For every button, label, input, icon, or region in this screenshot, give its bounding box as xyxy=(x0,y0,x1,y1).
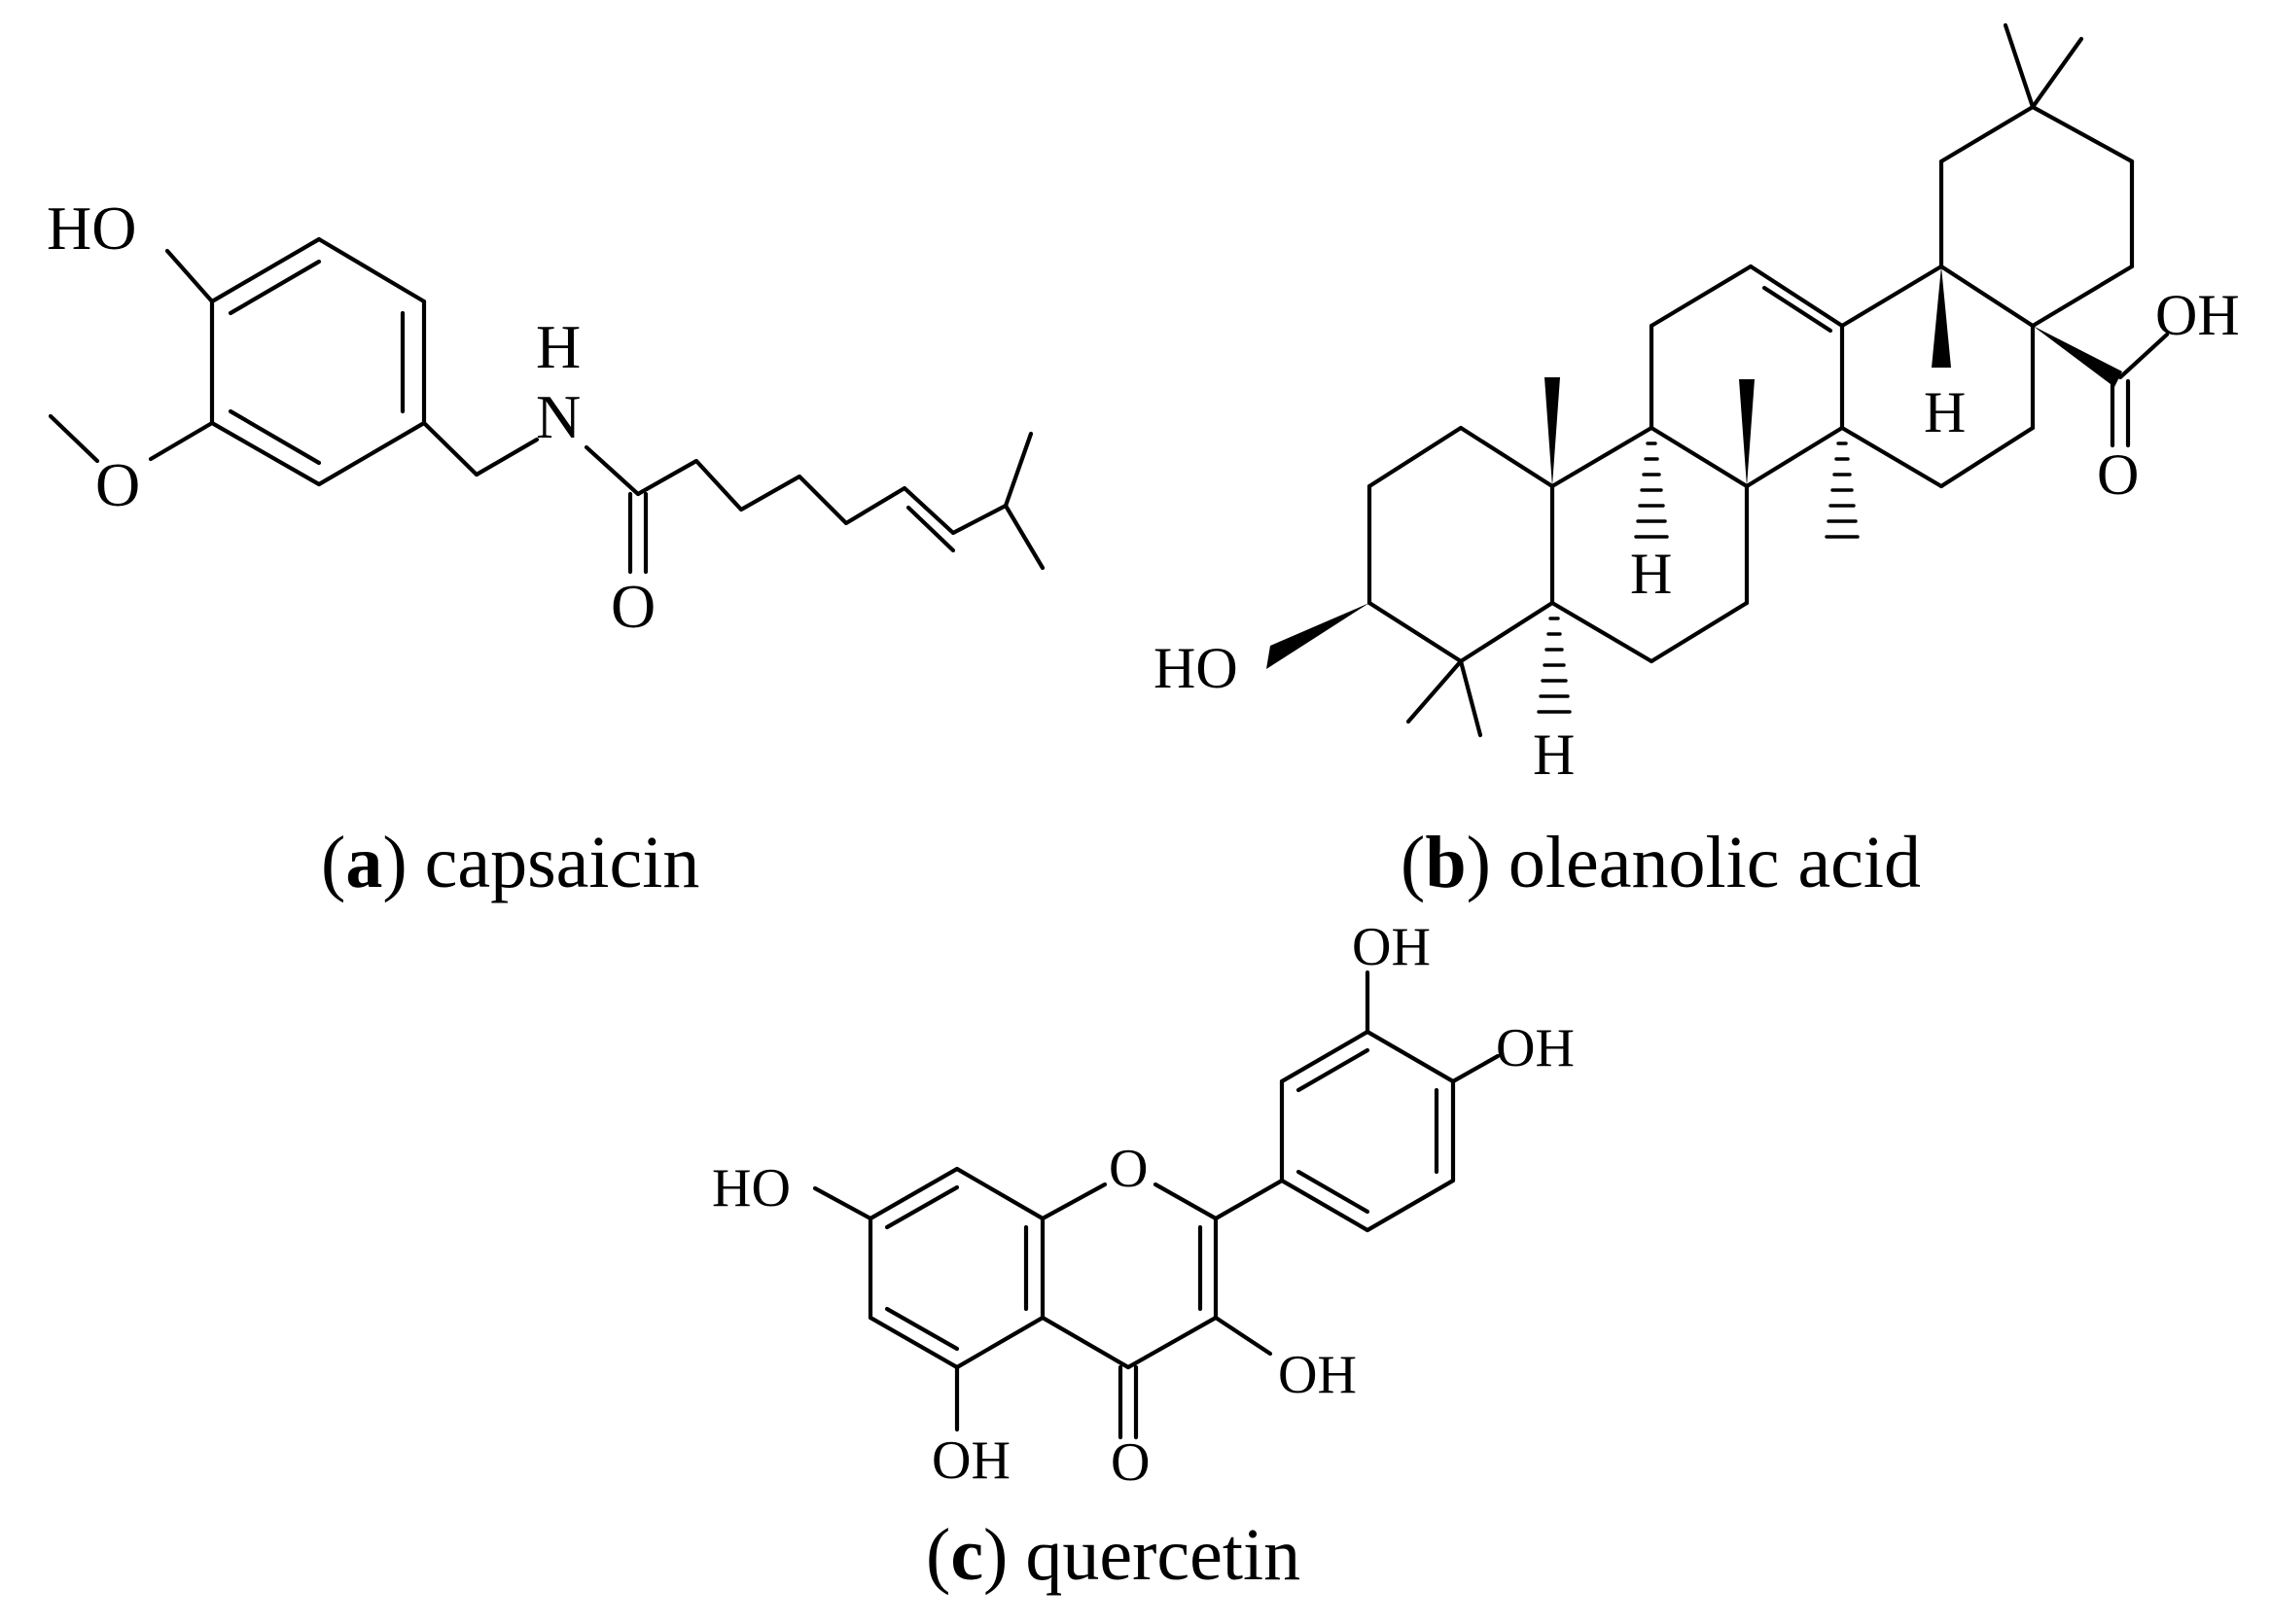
oleanolic-ring-c xyxy=(1649,264,1845,489)
oleanolic-carboxyl-wedge xyxy=(2033,326,2122,387)
quercetin-structure: O O OH HO OH xyxy=(712,917,1575,1493)
oleanolic-hydroxyl-wedge xyxy=(1266,603,1369,669)
oleanolic-ring-a xyxy=(1366,425,1555,664)
oleanolic-acid-hydroxyl-label: OH xyxy=(2155,283,2240,347)
quercetin-ring-b xyxy=(1279,1029,1456,1233)
capsaicin-benzene-ring xyxy=(209,236,427,487)
oleanolic-hashed-h-c5 xyxy=(1537,617,1572,714)
capsaicin-caption: (a)capsaicin xyxy=(321,822,699,903)
oleanolic-acid-caption: (b)oleanolic acid xyxy=(1401,822,1921,903)
capsaicin-amide-hydrogen-label: H xyxy=(536,312,581,381)
capsaicin-structure: HO O H N O xyxy=(47,194,1046,641)
oleanolic-methyl-wedge-c10 xyxy=(1544,377,1560,486)
oleanolic-hydrogen-c18-label: H xyxy=(1924,380,1966,444)
quercetin-hydroxyl-7-label: HO xyxy=(712,1158,791,1218)
oleanolic-hashed-methyl-c14 xyxy=(1825,441,1860,539)
quercetin-hydroxyl-3prime-label: OH xyxy=(1352,917,1431,977)
quercetin-caption: (c)quercetin xyxy=(926,1514,1300,1596)
oleanolic-hashed-h-c9 xyxy=(1634,441,1669,539)
oleanolic-hydrogen-c9-label: H xyxy=(1630,542,1672,606)
oleanolic-hydrogen-c5-label: H xyxy=(1533,723,1575,787)
oleanolic-methyl-wedge-c8 xyxy=(1739,379,1755,486)
quercetin-ring-a xyxy=(868,1166,1046,1370)
oleanolic-hydroxyl-label: HO xyxy=(1153,636,1238,700)
quercetin-hydroxyl-3-label: OH xyxy=(1278,1345,1357,1405)
capsaicin-hydroxyl-label: HO xyxy=(47,194,136,263)
oleanolic-ring-b xyxy=(1549,425,1750,664)
capsaicin-methoxy-oxygen-label: O xyxy=(95,450,140,519)
oleanolic-ring-d xyxy=(1839,264,2036,489)
oleanolic-ring-e xyxy=(1938,104,2135,329)
oleanolic-acid-carbonyl-oxygen-label: O xyxy=(2097,442,2139,507)
oleanolic-wedge-h-c18 xyxy=(1932,266,1951,368)
quercetin-carbonyl-oxygen-label: O xyxy=(1111,1432,1150,1493)
quercetin-hydroxyl-4prime-label: OH xyxy=(1496,1018,1575,1078)
quercetin-ring-oxygen-label: O xyxy=(1109,1139,1148,1199)
quercetin-hydroxyl-5-label: OH xyxy=(932,1430,1011,1491)
capsaicin-carbonyl-oxygen-label: O xyxy=(611,572,656,641)
quercetin-ring-c: O xyxy=(1040,1139,1219,1370)
oleanolic-acid-structure: HO H H xyxy=(1153,22,2240,787)
capsaicin-amide-nitrogen-label: N xyxy=(536,382,581,451)
